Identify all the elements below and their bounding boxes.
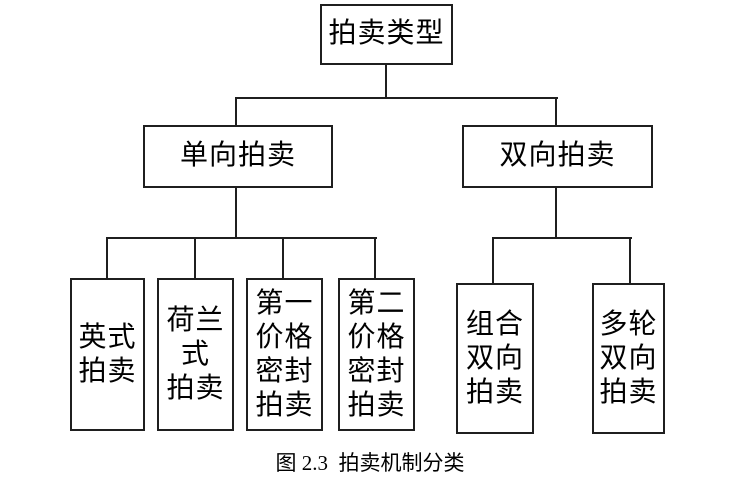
node-combinatorial-double-line: 双向 (465, 342, 524, 374)
node-second-price-sealed-line: 第二 (347, 287, 406, 319)
node-double-auction: 双向拍卖 (462, 125, 653, 188)
node-second-price-sealed-line: 价格 (347, 321, 406, 353)
connector-left-branch-drop (235, 97, 237, 127)
node-auction-type-label: 拍卖类型 (328, 18, 445, 50)
connector-leaf4-drop (374, 237, 376, 280)
connector-right-stem (555, 186, 557, 239)
node-first-price-sealed-line: 拍卖 (255, 389, 314, 421)
connector-right-hbar (492, 237, 632, 239)
node-second-price-sealed-auction: 第二 价格 密封 拍卖 (338, 278, 415, 431)
node-first-price-sealed-line: 价格 (255, 321, 314, 353)
node-second-price-sealed-line: 拍卖 (347, 389, 406, 421)
node-multi-round-double-line: 多轮 (599, 308, 658, 340)
node-dutch-auction: 荷兰 式 拍卖 (157, 278, 234, 431)
node-english-auction-line: 拍卖 (78, 355, 137, 387)
connector-left-stem (235, 186, 237, 239)
figure-caption: 图 2.3 拍卖机制分类 (275, 451, 465, 475)
node-one-sided-auction: 单向拍卖 (143, 125, 333, 188)
connector-level1-hbar (235, 97, 558, 99)
node-first-price-sealed-line: 密封 (255, 355, 314, 387)
node-first-price-sealed-auction: 第一 价格 密封 拍卖 (246, 278, 323, 431)
node-dutch-auction-line: 式 (180, 338, 210, 370)
node-english-auction-line: 英式 (78, 321, 137, 353)
node-multi-round-double-line: 双向 (599, 342, 658, 374)
node-multi-round-double-auction: 多轮 双向 拍卖 (592, 283, 665, 434)
node-double-auction-label: 双向拍卖 (499, 140, 616, 172)
connector-leaf5-drop (492, 237, 494, 285)
connector-leaf6-drop (629, 237, 631, 285)
connector-leaf2-drop (194, 237, 196, 280)
node-auction-type: 拍卖类型 (320, 4, 453, 65)
connector-right-branch-drop (555, 97, 557, 127)
connector-leaf1-drop (106, 237, 108, 280)
node-second-price-sealed-line: 密封 (347, 355, 406, 387)
node-dutch-auction-line: 荷兰 (166, 304, 225, 336)
node-combinatorial-double-line: 拍卖 (465, 376, 524, 408)
node-dutch-auction-line: 拍卖 (166, 372, 225, 404)
connector-root-stem (385, 63, 387, 99)
node-english-auction: 英式 拍卖 (70, 278, 145, 431)
node-one-sided-auction-label: 单向拍卖 (179, 140, 296, 172)
node-first-price-sealed-line: 第一 (255, 287, 314, 319)
connector-left-hbar (106, 237, 377, 239)
connector-leaf3-drop (282, 237, 284, 280)
node-combinatorial-double-auction: 组合 双向 拍卖 (456, 283, 534, 434)
node-multi-round-double-line: 拍卖 (599, 376, 658, 408)
node-combinatorial-double-line: 组合 (465, 308, 524, 340)
